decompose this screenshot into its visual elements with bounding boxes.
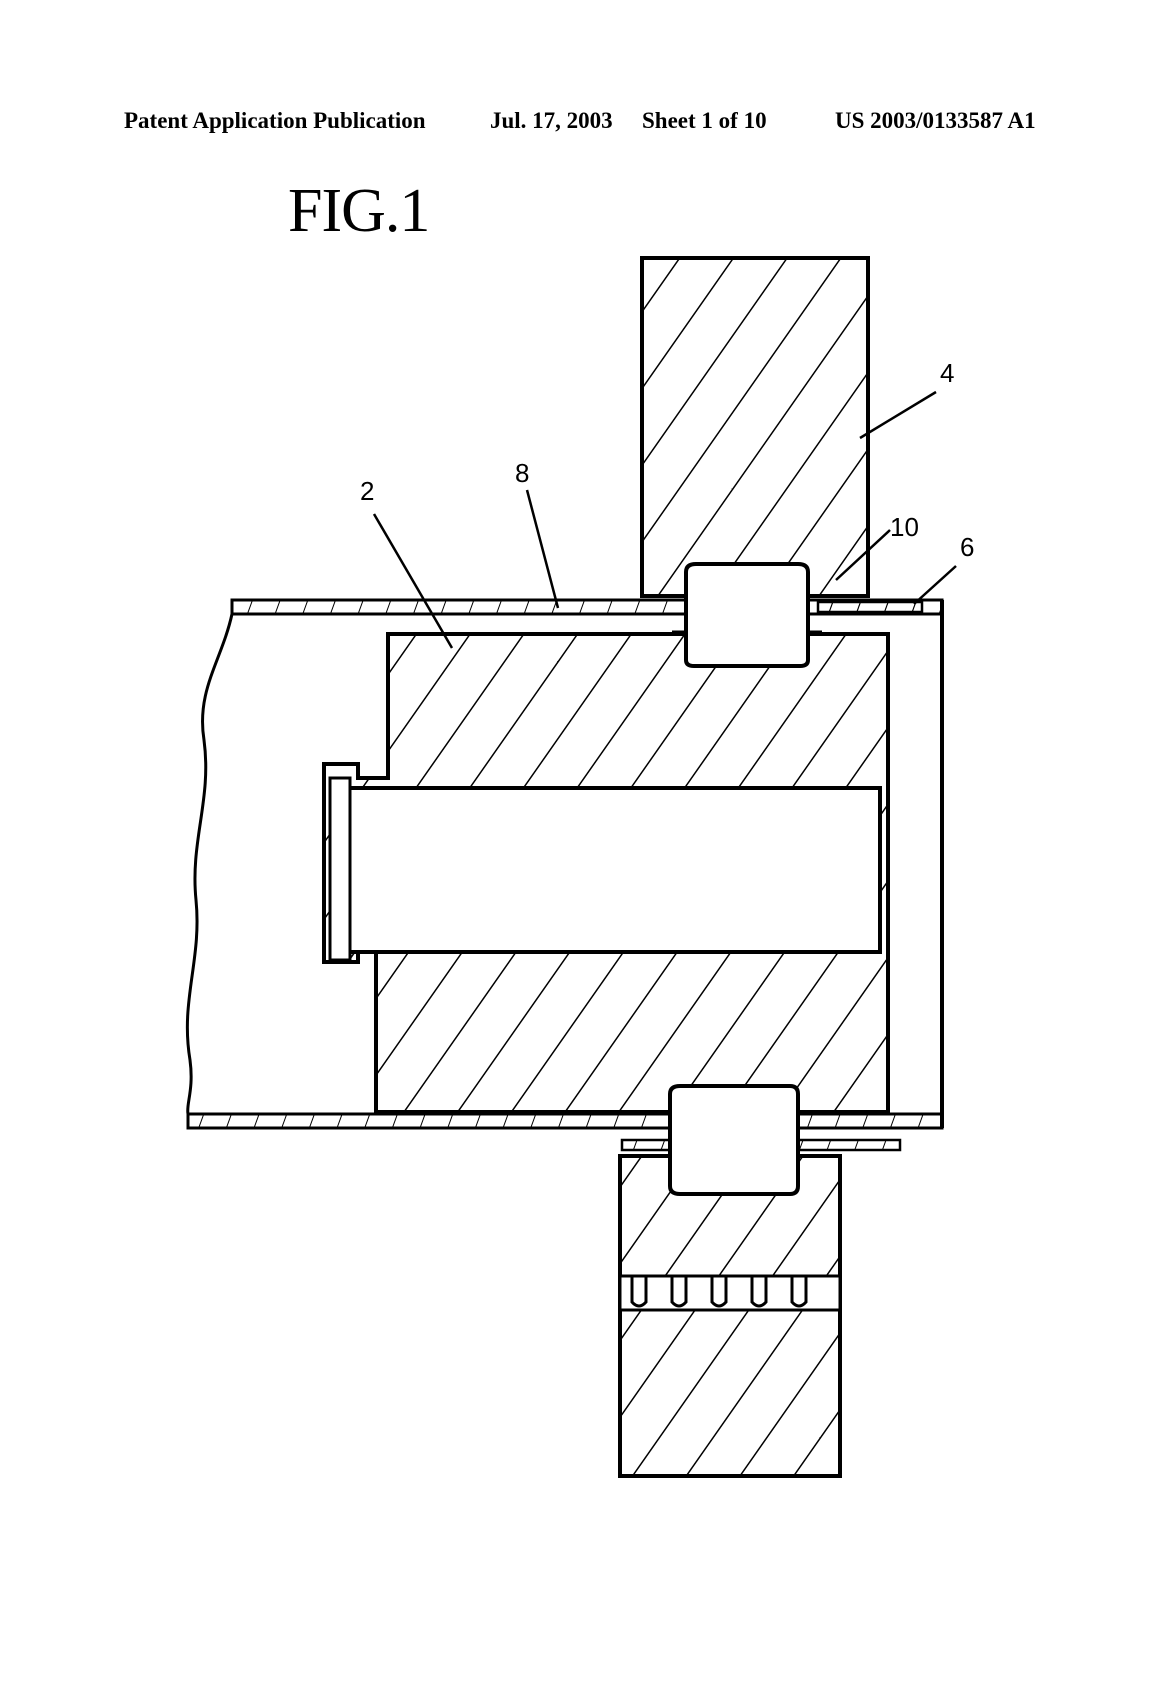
header-patent-number: US 2003/0133587 A1	[835, 108, 1036, 133]
header-publication: Patent Application Publication	[124, 108, 426, 133]
header-sheet: Sheet 1 of 10	[642, 108, 767, 133]
leader-lines	[372, 390, 957, 649]
label-4: 4	[940, 358, 954, 388]
label-10: 10	[890, 512, 919, 542]
key-upper	[672, 562, 822, 668]
gear-upper	[640, 256, 870, 598]
label-6: 6	[960, 532, 974, 562]
inner-core	[322, 632, 890, 1114]
key-lower	[668, 1084, 800, 1196]
figure-title: FIG.1	[288, 177, 430, 245]
gear-lower	[618, 1154, 842, 1478]
header-date: Jul. 17, 2003	[490, 108, 613, 133]
label-2: 2	[360, 476, 374, 506]
label-8: 8	[515, 458, 529, 488]
